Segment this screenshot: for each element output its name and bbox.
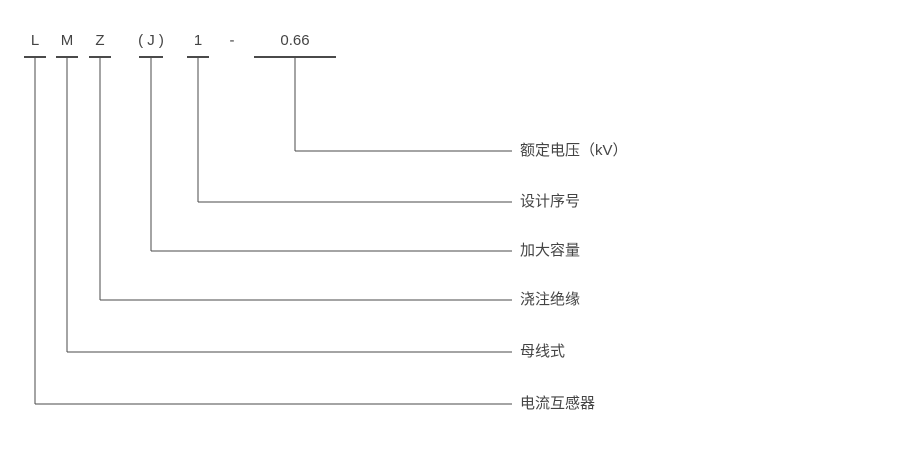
code-token-l: L (30, 32, 40, 49)
callout-design-serial-text: 设计序号 (520, 193, 581, 210)
code-token-one: 1 (193, 32, 203, 49)
callout-cast-insulation-text: 浇注绝缘 (520, 291, 581, 308)
code-token-m: M (60, 32, 74, 49)
callout-current-transformer-text: 电流互感器 (520, 395, 596, 412)
code-token-hyphen: - (229, 32, 235, 49)
callout-busbar-type-text: 母线式 (520, 343, 566, 360)
code-token-j: ( J ) (138, 32, 164, 49)
callout-rated-voltage-text: 额定电压（kV） (520, 142, 628, 159)
code-token-voltage: 0.66 (280, 32, 310, 49)
callout-increased-capacity-text: 加大容量 (520, 242, 581, 259)
code-token-z: Z (95, 32, 105, 49)
